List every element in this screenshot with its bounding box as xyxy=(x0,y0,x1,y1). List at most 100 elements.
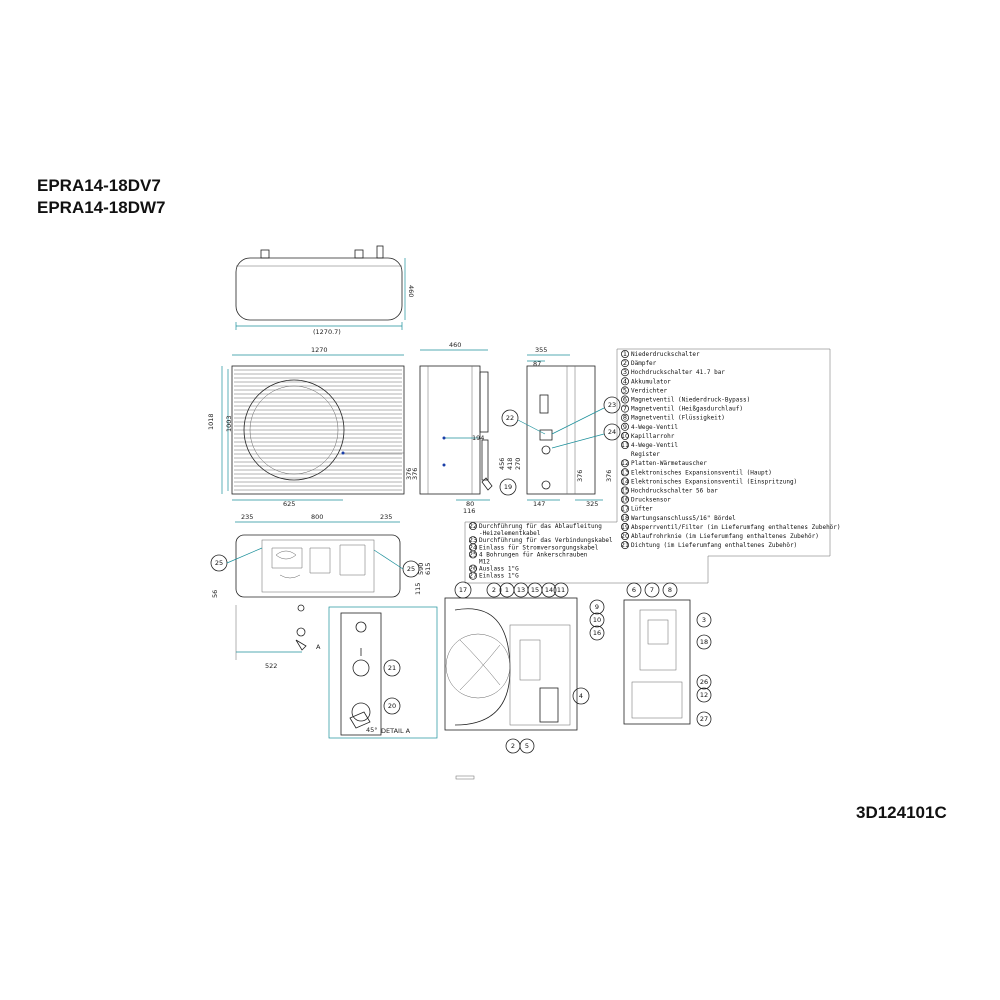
legend-number-circle xyxy=(621,532,630,541)
bubble-2-bottom: 2 xyxy=(511,742,515,750)
legend-number-circle xyxy=(621,504,630,513)
legend-number-circle xyxy=(621,395,630,404)
legend-number: 26 xyxy=(469,565,477,573)
dim-rear-376b: 376 xyxy=(605,470,613,482)
legend-entry: 4-Wege-Ventil xyxy=(631,442,678,449)
legend-entry: Ablaufrohrknie (im Lieferumfang enthalte… xyxy=(631,533,819,540)
legend-entry: Elektronisches Expansionsventil (Einspri… xyxy=(631,478,797,485)
legend-entry: Dichtung (im Lieferumfang enthaltenes Zu… xyxy=(631,542,797,549)
legend-number-circle xyxy=(621,377,630,386)
bubble-21: 21 xyxy=(388,664,396,672)
dim-side-194: 194 xyxy=(472,434,484,442)
dim-rear-325: 325 xyxy=(586,500,598,508)
dim-rear-355: 355 xyxy=(535,346,547,354)
dim-base-56: 56 xyxy=(211,590,219,598)
bubble-4: 4 xyxy=(579,692,583,700)
legend-number-circle xyxy=(621,431,630,440)
bubble-5: 5 xyxy=(525,742,529,750)
dim-base-235-left: 235 xyxy=(241,513,253,521)
legend-number: 9 xyxy=(623,423,627,431)
document-id: 3D124101C xyxy=(856,803,947,822)
legend-entry: Akkumulator xyxy=(631,378,671,385)
dim-rear-456: 456 xyxy=(498,458,506,470)
legend-entry: Niederdruckschalter xyxy=(631,351,700,358)
bubble-9: 9 xyxy=(595,603,599,611)
legend-number-circle xyxy=(621,404,630,413)
legend-number-circle xyxy=(621,386,630,395)
dim-rear-87: 87 xyxy=(533,360,541,368)
legend-number: 14 xyxy=(621,477,629,485)
legend-entry: Absperrventil/Filter (im Lieferumfang en… xyxy=(631,524,841,531)
bubble-20: 20 xyxy=(388,702,396,710)
scale-mark xyxy=(455,775,475,780)
dim-side-376: 376 xyxy=(411,468,419,480)
legend-number: 18 xyxy=(621,514,629,522)
legend-number-circle xyxy=(621,422,630,431)
bubble-25-right: 25 xyxy=(407,565,415,573)
legend-number: 17 xyxy=(621,505,629,513)
bubble-22: 22 xyxy=(506,414,514,422)
model-name-1: EPRA14-18DV7 xyxy=(37,176,161,195)
bubble-13: 13 xyxy=(517,586,525,594)
legend-number: 5 xyxy=(623,386,627,394)
legend-number-circle xyxy=(621,459,630,468)
legend-number: 27 xyxy=(469,572,477,580)
interior-view-right: 6 7 8 9 10 16 3 18 26 12 27 xyxy=(589,582,712,727)
legend-number: 13 xyxy=(621,468,629,476)
dim-side-depth: 460 xyxy=(449,341,461,349)
view-a-label: A xyxy=(316,643,321,651)
legend-number: 4 xyxy=(623,377,627,385)
bubble-17: 17 xyxy=(459,586,467,594)
legend-number-circle xyxy=(621,359,630,368)
rear-view: 355 87 22 23 24 456 418 270 147 325 376 … xyxy=(498,346,621,508)
dim-rear-376a: 376 xyxy=(576,470,584,482)
legend-number: 2 xyxy=(623,359,627,367)
legend-number-circle xyxy=(468,550,477,559)
legend-entry: Magnetventil (Heißgasdurchlauf) xyxy=(631,406,743,413)
legend-number-circle xyxy=(621,541,630,550)
dim-front-bottom: 625 xyxy=(283,500,295,508)
legend-entry: Hochdruckschalter 41.7 bar xyxy=(631,369,725,376)
dim-rear-270: 270 xyxy=(514,458,522,470)
dim-front-width: 1270 xyxy=(311,346,328,354)
legend-number: 15 xyxy=(621,487,629,495)
legend-number: 16 xyxy=(621,496,629,504)
legend-entry: Register xyxy=(631,451,660,458)
legend-number: 24 xyxy=(469,543,477,551)
legend-number: 22 xyxy=(469,522,477,530)
front-view: 1270 1018 1003 625 376 xyxy=(207,346,413,508)
bubble-2-top: 2 xyxy=(492,586,496,594)
legend-entry: Auslass 1"G xyxy=(479,566,519,573)
legend-entry: Elektronisches Expansionsventil (Haupt) xyxy=(631,469,772,476)
detail-a: 21 20 45° DETAIL A xyxy=(328,606,438,739)
legend-number: 12 xyxy=(621,459,629,467)
bubble-18: 18 xyxy=(700,638,708,646)
legend-number: 10 xyxy=(621,432,629,440)
dim-top-width: (1270.7) xyxy=(313,328,341,336)
legend-number: 19 xyxy=(621,523,629,531)
bubble-26: 26 xyxy=(700,678,708,686)
legend-entry: Durchführung für das Verbindungskabel xyxy=(479,537,613,544)
model-name-2: EPRA14-18DW7 xyxy=(37,198,166,217)
legend-number: 6 xyxy=(623,396,627,404)
legend-number-circle xyxy=(468,522,477,531)
dim-base-615: 615 xyxy=(424,563,432,575)
dim-front-376: 376 xyxy=(405,468,413,480)
legend-entry: Drucksensor xyxy=(631,497,671,504)
dim-base-235-right: 235 xyxy=(380,513,392,521)
dim-base-800: 800 xyxy=(311,513,323,521)
legend-entry: Platten-Wärmetauscher xyxy=(631,460,707,467)
legend-number-circle xyxy=(621,440,630,449)
dim-front-h-inner: 1003 xyxy=(225,415,233,432)
interior-view-left: 17 2 1 13 15 14 11 4 2 5 xyxy=(444,581,590,754)
dim-side-116: 116 xyxy=(463,507,475,515)
legend-number: 11 xyxy=(621,441,629,449)
fan-grille xyxy=(234,369,402,491)
legend-number-circle xyxy=(621,495,630,504)
bubble-15: 15 xyxy=(531,586,539,594)
bubble-8: 8 xyxy=(668,586,672,594)
bubble-3: 3 xyxy=(702,616,706,624)
legend-number-circle xyxy=(621,486,630,495)
legend-number: 23 xyxy=(469,536,477,544)
